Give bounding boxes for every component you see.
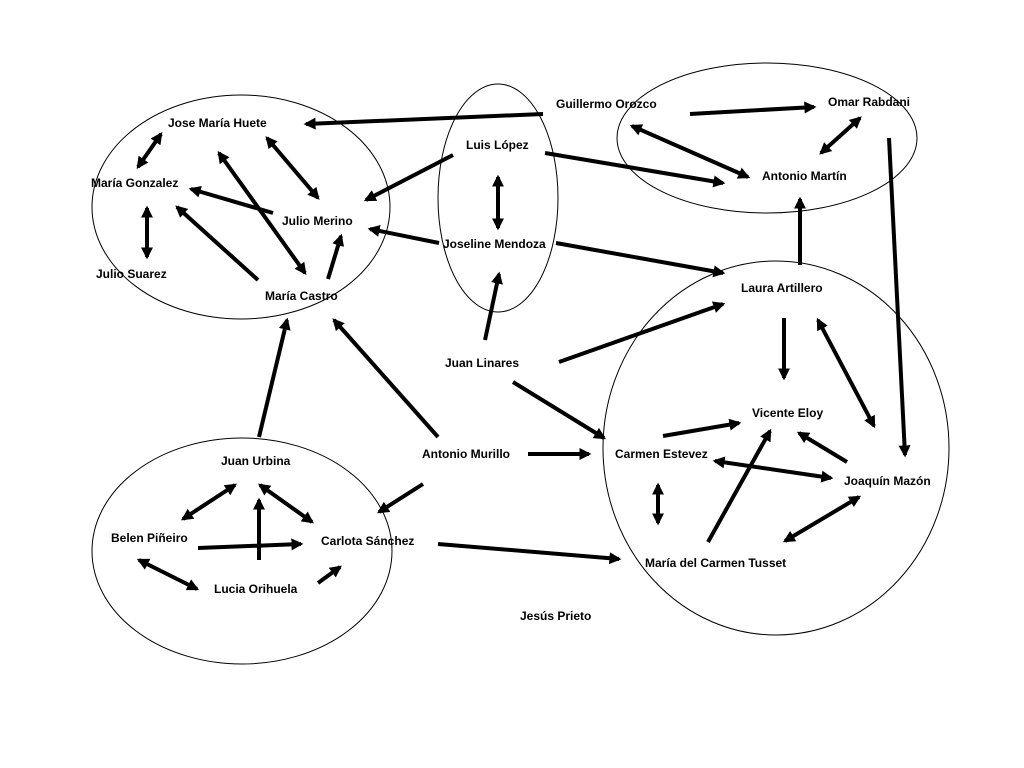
node-label-guillermo-orozco: Guillermo Orozco xyxy=(556,97,657,111)
edge-joaquin-mazon-to-vicente-eloy xyxy=(796,431,849,464)
node-label-maria-del-carmen-tusset: María del Carmen Tusset xyxy=(645,556,786,570)
edge-omar-rabdani-to-joaquin-mazon xyxy=(887,137,911,458)
edge-laura-artillero-to-joaquin-mazon xyxy=(816,317,876,429)
edge-maria-castro-to-jose-maria-huete xyxy=(217,151,307,275)
edge-juan-linares-to-carmen-estevez xyxy=(511,380,607,440)
node-label-antonio-murillo: Antonio Murillo xyxy=(422,447,510,461)
node-label-jose-maria-huete: Jose María Huete xyxy=(168,116,267,130)
edge-juan-urbina-to-belen-pineiro xyxy=(180,483,238,521)
groups xyxy=(91,62,950,665)
node-label-antonio-martin: Antonio Martín xyxy=(762,169,847,183)
edge-carmen-estevez-to-vicente-eloy xyxy=(662,418,742,438)
node-label-carmen-estevez: Carmen Estevez xyxy=(615,447,708,461)
node-label-julio-suarez: Julio Suarez xyxy=(96,267,167,281)
edge-juan-urbina-to-carlota-sanchez xyxy=(258,483,314,524)
group-ellipse-right-bottom xyxy=(602,260,950,636)
edge-joseline-mendoza-to-laura-artillero xyxy=(555,241,726,278)
edge-antonio-murillo-to-carlota-sanchez xyxy=(376,482,425,514)
node-label-jesus-prieto: Jesús Prieto xyxy=(520,609,591,623)
edge-juan-linares-to-joseline-mendoza xyxy=(483,271,503,341)
edge-belen-pineiro-to-carlota-sanchez xyxy=(197,538,304,551)
node-label-lucia-orihuela: Lucia Orihuela xyxy=(214,582,298,596)
edge-carmen-estevez-to-joaquin-mazon xyxy=(712,456,834,483)
edge-carlota-sanchez-to-maria-del-carmen-tusset xyxy=(437,542,622,565)
edge-maria-castro-to-maria-gonzalez xyxy=(175,205,260,282)
edge-belen-pineiro-to-lucia-orihuela xyxy=(136,558,200,591)
edge-julio-merino-to-maria-gonzalez xyxy=(188,185,274,215)
edge-juan-urbina-to-maria-castro xyxy=(257,317,291,438)
node-label-maria-castro: María Castro xyxy=(265,289,338,303)
group-ellipse-center-top xyxy=(437,83,559,313)
edge-jose-maria-huete-to-maria-gonzalez xyxy=(136,132,163,169)
edge-joaquin-mazon-to-maria-del-carmen-tusset xyxy=(782,495,862,543)
edge-maria-castro-to-julio-merino xyxy=(326,233,344,280)
group-ellipse-right-top xyxy=(616,62,918,214)
edge-omar-rabdani-to-antonio-martin xyxy=(819,116,862,155)
node-label-belen-pineiro: Belen Piñeiro xyxy=(111,531,188,545)
node-label-juan-linares: Juan Linares xyxy=(445,356,519,370)
edge-guillermo-orozco-to-omar-rabdani xyxy=(689,101,817,116)
node-label-vicente-eloy: Vicente Eloy xyxy=(752,406,823,420)
node-label-laura-artillero: Laura Artillero xyxy=(741,281,823,295)
group-ellipse-left-bottom xyxy=(91,437,393,665)
edge-luis-lopez-to-julio-merino xyxy=(363,153,454,202)
edge-luis-lopez-to-antonio-martin xyxy=(544,151,726,188)
node-label-carlota-sanchez: Carlota Sánchez xyxy=(321,534,414,548)
node-label-maria-gonzalez: María Gonzalez xyxy=(91,176,178,190)
edge-guillermo-orozco-to-jose-maria-huete xyxy=(303,112,544,130)
node-label-joseline-mendoza: Joseline Mendoza xyxy=(443,237,546,251)
edge-joseline-mendoza-to-julio-merino xyxy=(367,225,440,245)
edge-antonio-murillo-to-maria-castro xyxy=(332,318,440,439)
edge-antonio-martin-to-guillermo-orozco xyxy=(629,124,751,179)
edge-maria-del-carmen-tusset-to-vicente-eloy xyxy=(706,428,772,543)
node-label-luis-lopez: Luis López xyxy=(466,138,529,152)
node-label-julio-merino: Julio Merino xyxy=(282,214,353,228)
edges xyxy=(136,101,911,591)
edge-jose-maria-huete-to-julio-merino xyxy=(265,136,320,200)
node-label-juan-urbina: Juan Urbina xyxy=(221,454,291,468)
edge-juan-linares-to-laura-artillero xyxy=(558,301,726,364)
node-label-joaquin-mazon: Joaquín Mazón xyxy=(844,474,931,488)
node-label-omar-rabdani: Omar Rabdani xyxy=(828,95,910,109)
group-ellipse-left-top xyxy=(91,94,391,320)
edge-lucia-orihuela-to-carlota-sanchez xyxy=(316,565,342,585)
